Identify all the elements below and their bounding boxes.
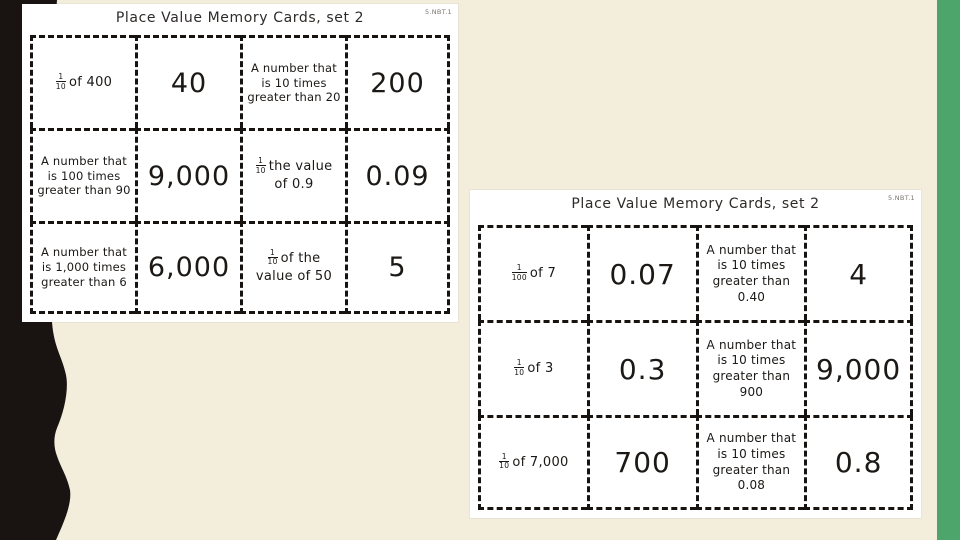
card-number: 0.3 (618, 352, 667, 386)
card-number: 4 (849, 257, 869, 291)
memory-card: 200 (345, 35, 450, 128)
card-text: A number that is 10 times greater than 0… (706, 431, 797, 493)
worksheet-sheet-2: Place Value Memory Cards, set 2 5.NBT.1 … (470, 190, 921, 518)
memory-card: A number that is 1,000 times greater tha… (30, 221, 135, 314)
memory-card: 700 (586, 415, 696, 510)
worksheet-sheet-1: Place Value Memory Cards, set 2 5.NBT.1 … (22, 4, 458, 322)
card-number: 0.07 (609, 257, 676, 291)
card-text: A number that is 10 times greater than 2… (247, 60, 341, 105)
memory-card: 0.09 (345, 128, 450, 221)
card-text: A number that is 100 times greater than … (37, 153, 131, 198)
card-number: 6,000 (147, 252, 231, 283)
card-text: A number that is 10 times greater than 0… (706, 242, 797, 304)
standard-label: 5.NBT.1 (887, 194, 915, 202)
card-text: A number that is 10 times greater than 9… (706, 337, 797, 399)
memory-card: 0.3 (586, 320, 696, 415)
sheet-title: Place Value Memory Cards, set 2 (571, 196, 820, 212)
card-number: 9,000 (147, 160, 231, 192)
sheet-title: Place Value Memory Cards, set 2 (115, 10, 365, 26)
card-text: A number that is 1,000 times greater tha… (40, 245, 127, 289)
card-number: 9,000 (816, 352, 902, 386)
memory-card: 4 (804, 225, 913, 320)
memory-card: 9,000 (135, 128, 240, 221)
card-text: of the value of 50 (255, 251, 333, 284)
card-text: of 400 (68, 75, 113, 91)
card-number: 700 (614, 446, 671, 479)
memory-card: 0.07 (586, 225, 696, 320)
card-number: 40 (170, 67, 208, 99)
card-number: 0.8 (834, 446, 883, 479)
memory-card: 5 (345, 221, 450, 314)
memory-card: A number that is 10 times greater than 0… (695, 415, 805, 510)
memory-card: 0.8 (804, 415, 913, 510)
card-number: 0.09 (365, 160, 430, 192)
memory-card: A number that is 100 times greater than … (30, 128, 135, 221)
card-text: of 3 (527, 361, 554, 377)
memory-card: 9,000 (804, 320, 913, 415)
memory-card: A number that is 10 times greater than 0… (695, 225, 805, 320)
card-number: 5 (388, 252, 407, 283)
card-text: the value of 0.9 (268, 159, 333, 193)
green-accent-bar (937, 0, 960, 540)
memory-card: A number that is 10 times greater than 2… (240, 35, 345, 128)
memory-card: 6,000 (135, 221, 240, 314)
card-text: of 7 (529, 266, 557, 282)
memory-card: A number that is 10 times greater than 9… (695, 320, 805, 415)
standard-label: 5.NBT.1 (424, 8, 452, 16)
memory-card: 40 (135, 35, 240, 128)
card-text: of 7,000 (512, 454, 569, 470)
card-number: 200 (370, 67, 425, 99)
